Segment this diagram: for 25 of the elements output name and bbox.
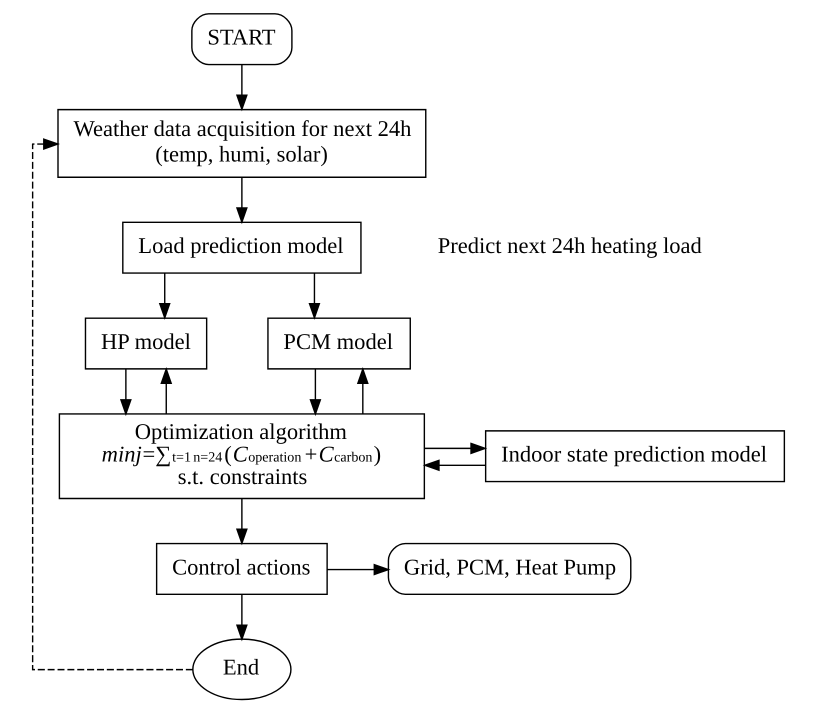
arrow [119,369,132,416]
arrow [235,64,248,112]
arrow [235,178,248,224]
node-ellipse: End [192,638,292,700]
node-label: Predict next 24h heating load [437,233,702,258]
node-box: Grid, PCM, Heat Pump [387,542,631,596]
node-box: PCM model [266,317,410,370]
node-box: Weather data acquisition for next 24h (temp, humi, solar) [56,108,426,178]
arrow [308,369,321,416]
arrow [356,367,368,414]
node-box: HP model [84,317,207,370]
arrow [235,594,248,642]
node-box: Load prediction model [122,222,362,274]
arrow [326,564,390,576]
arrow [308,273,320,320]
node-box: START [190,13,292,66]
arrow [160,367,172,414]
arrow [235,498,248,546]
arrow [31,138,192,670]
arrow [422,459,485,472]
node-box: Indoor state prediction model [484,430,785,482]
arrow [424,442,487,454]
node-box: Optimization algorithm minj=∑t=1n=24(Coperation+Ccarbon) s.t. constraints [58,413,425,500]
arrow [158,273,170,320]
node-box: Control actions [155,542,328,596]
